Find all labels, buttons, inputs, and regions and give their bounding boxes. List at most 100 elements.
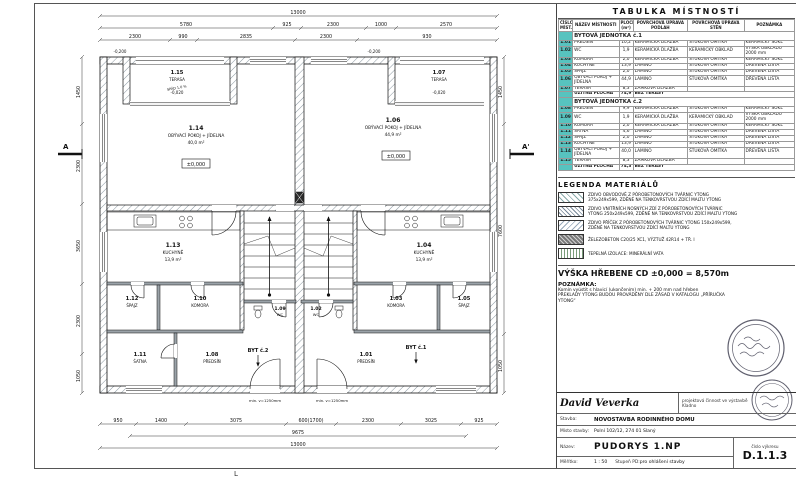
svg-text:9675: 9675 — [292, 430, 304, 436]
ridge-height-note: VÝŠKA HŘEBENE CD ±0,000 = 8,570m — [558, 264, 795, 278]
svg-text:600(1700): 600(1700) — [298, 418, 323, 424]
legend-item: TEPELNÁ IZOLACE: MINERÁLNÍ VATA — [558, 247, 795, 259]
hatch-swatch-loadbearing-masonry — [558, 205, 584, 217]
room-label-1-15: 1.15 TERASA — [168, 70, 185, 82]
titleblock-author-row: David Veverka projektová činnost ve výst… — [557, 393, 796, 414]
room-label-1-08: 1.08 PŘEDSÍŇ — [203, 352, 221, 364]
svg-text:A: A — [63, 143, 69, 151]
project-name: NOVOSTAVBA RODINNÉHO DOMU — [594, 416, 695, 423]
drawing-name-row: Název: PUDORYS 1.NP — [557, 438, 733, 457]
floor-plan: 1.14 OBÝVACÍ POKOJ + JÍDELNA 40,0 m² 1.0… — [58, 10, 534, 451]
author-name: David Veverka — [557, 393, 679, 413]
room-table-title: TABULKA MÍSTNOSTÍ — [558, 4, 795, 19]
room-label-1-11: 1.11 ŠATNA — [133, 352, 146, 364]
svg-text:13000: 13000 — [290, 442, 305, 448]
outside-elev-left: -0,200 — [114, 49, 127, 54]
unit2-label: BYT č.2 — [248, 347, 269, 354]
elevation-mark-left: ±0,000 — [181, 158, 211, 169]
svg-text:OBÝVACÍ POKOJ + JÍDELNA: OBÝVACÍ POKOJ + JÍDELNA — [168, 132, 225, 139]
svg-text:44,9 m²: 44,9 m² — [385, 132, 402, 138]
staircase-left — [243, 216, 296, 297]
room-label-1-07: 1.07 TERASA — [430, 70, 447, 82]
dimension-text: 13000 5780 925 2300 1000 2570 2300 990 2… — [76, 10, 504, 448]
svg-text:WC: WC — [277, 312, 284, 317]
fold-mark: L — [234, 470, 238, 478]
section-mark-a-prime: A' — [509, 143, 534, 159]
svg-text:WC: WC — [313, 312, 320, 317]
room-label-1-02: 1.02 WC — [310, 306, 321, 317]
site-value: Polní 102/12, 274 01 Slaný — [594, 429, 656, 434]
stage-label: Stupeň PD: — [615, 460, 640, 465]
svg-text:2300: 2300 — [76, 315, 82, 327]
svg-text:1.05: 1.05 — [458, 296, 471, 302]
kitchen-counter-left — [106, 211, 241, 231]
hatch-swatch-exterior-masonry — [558, 191, 584, 203]
svg-text:1.13: 1.13 — [166, 242, 181, 249]
svg-text:1050: 1050 — [76, 370, 82, 382]
svg-text:ŠPAJZ: ŠPAJZ — [126, 303, 138, 308]
interior-walls — [106, 56, 491, 394]
room-table-header: ČÍSLO MÍST. NÁZEV MÍSTNOSTI PLOCHA (m²) … — [557, 19, 796, 32]
staircase-right — [303, 216, 354, 297]
outside-elev-right: -0,200 — [368, 49, 381, 54]
svg-text:1.12: 1.12 — [126, 296, 139, 302]
svg-text:A': A' — [522, 143, 530, 151]
unit2-section-row: BYTOVÁ JEDNOTKA č.2 — [557, 97, 795, 108]
svg-text:KOMORA: KOMORA — [387, 303, 405, 308]
room-table: ČÍSLO MÍST. NÁZEV MÍSTNOSTI PLOCHA (m²) … — [557, 19, 796, 171]
room-label-1-06: 1.06 OBÝVACÍ POKOJ + JÍDELNA 44,9 m² — [365, 117, 422, 138]
scale-value: 1 : 50 — [594, 460, 608, 465]
room-label-1-12: 1.12 ŠPAJZ — [126, 296, 139, 308]
room-label-1-04: 1.04 KUCHYNĚ 13,9 m² — [414, 242, 435, 263]
elevation-mark-right: ±0,000 — [381, 150, 411, 161]
svg-text:2300: 2300 — [327, 22, 339, 28]
legend-title: LEGENDA MATERIÁLŮ — [558, 180, 659, 189]
note-block: POZNÁMKA: Komín vyústit s hlavicí (ukonč… — [558, 282, 795, 305]
svg-text:2300: 2300 — [320, 34, 332, 40]
titleblock-bottom-row: Název: PUDORYS 1.NP Měřítko: 1 : 50 Stup… — [557, 438, 796, 468]
svg-text:1.09: 1.09 — [274, 306, 285, 312]
dimension-lines — [79, 13, 507, 451]
svg-text:1.02: 1.02 — [310, 306, 321, 312]
stage-value: pro ohlášení stavby — [639, 460, 685, 465]
svg-text:KUCHYNĚ: KUCHYNĚ — [163, 248, 184, 256]
svg-text:1.04: 1.04 — [417, 242, 432, 249]
svg-text:950: 950 — [113, 418, 122, 424]
svg-text:PŘEDSÍŇ: PŘEDSÍŇ — [203, 359, 221, 364]
svg-text:13,9 m²: 13,9 m² — [416, 257, 433, 263]
scale-row: Měřítko: 1 : 50 Stupeň PD: pro ohlášení … — [557, 457, 733, 468]
svg-text:ŠPAJZ: ŠPAJZ — [458, 303, 470, 308]
svg-text:3025: 3025 — [425, 418, 437, 424]
svg-text:TERASA: TERASA — [168, 77, 185, 82]
drawing-number-label: číslo výkresu — [751, 444, 779, 449]
authorization-stamps — [727, 319, 793, 421]
svg-text:1450: 1450 — [76, 86, 82, 98]
svg-text:2300: 2300 — [362, 418, 374, 424]
materials-legend: LEGENDA MATERIÁLŮ ZDIVO OBVODOVÉ Z PÓROB… — [558, 176, 795, 259]
room-label-1-03: 1.03 KOMORA — [387, 296, 405, 308]
unit1-label: BYT č.1 — [406, 344, 427, 351]
svg-text:1.14: 1.14 — [189, 125, 204, 132]
svg-text:2300: 2300 — [129, 34, 141, 40]
svg-text:1450: 1450 — [498, 86, 504, 98]
site-label: Místo stavby: — [560, 429, 589, 434]
drawing-title: PUDORYS 1.NP — [594, 442, 682, 452]
hatch-swatch-thermal-insulation — [558, 247, 584, 259]
titleblock-site-row: Místo stavby: Polní 102/12, 274 01 Slaný — [557, 426, 796, 438]
svg-text:1.15: 1.15 — [171, 70, 184, 76]
section-mark-a: A — [58, 143, 83, 159]
svg-text:925: 925 — [282, 22, 291, 28]
svg-text:±0,000: ±0,000 — [387, 154, 406, 160]
titleblock-project-row: Stavba: NOVOSTAVBA RODINNÉHO DOMU — [557, 414, 796, 426]
window-symbols — [102, 59, 495, 391]
svg-text:990: 990 — [178, 34, 187, 40]
